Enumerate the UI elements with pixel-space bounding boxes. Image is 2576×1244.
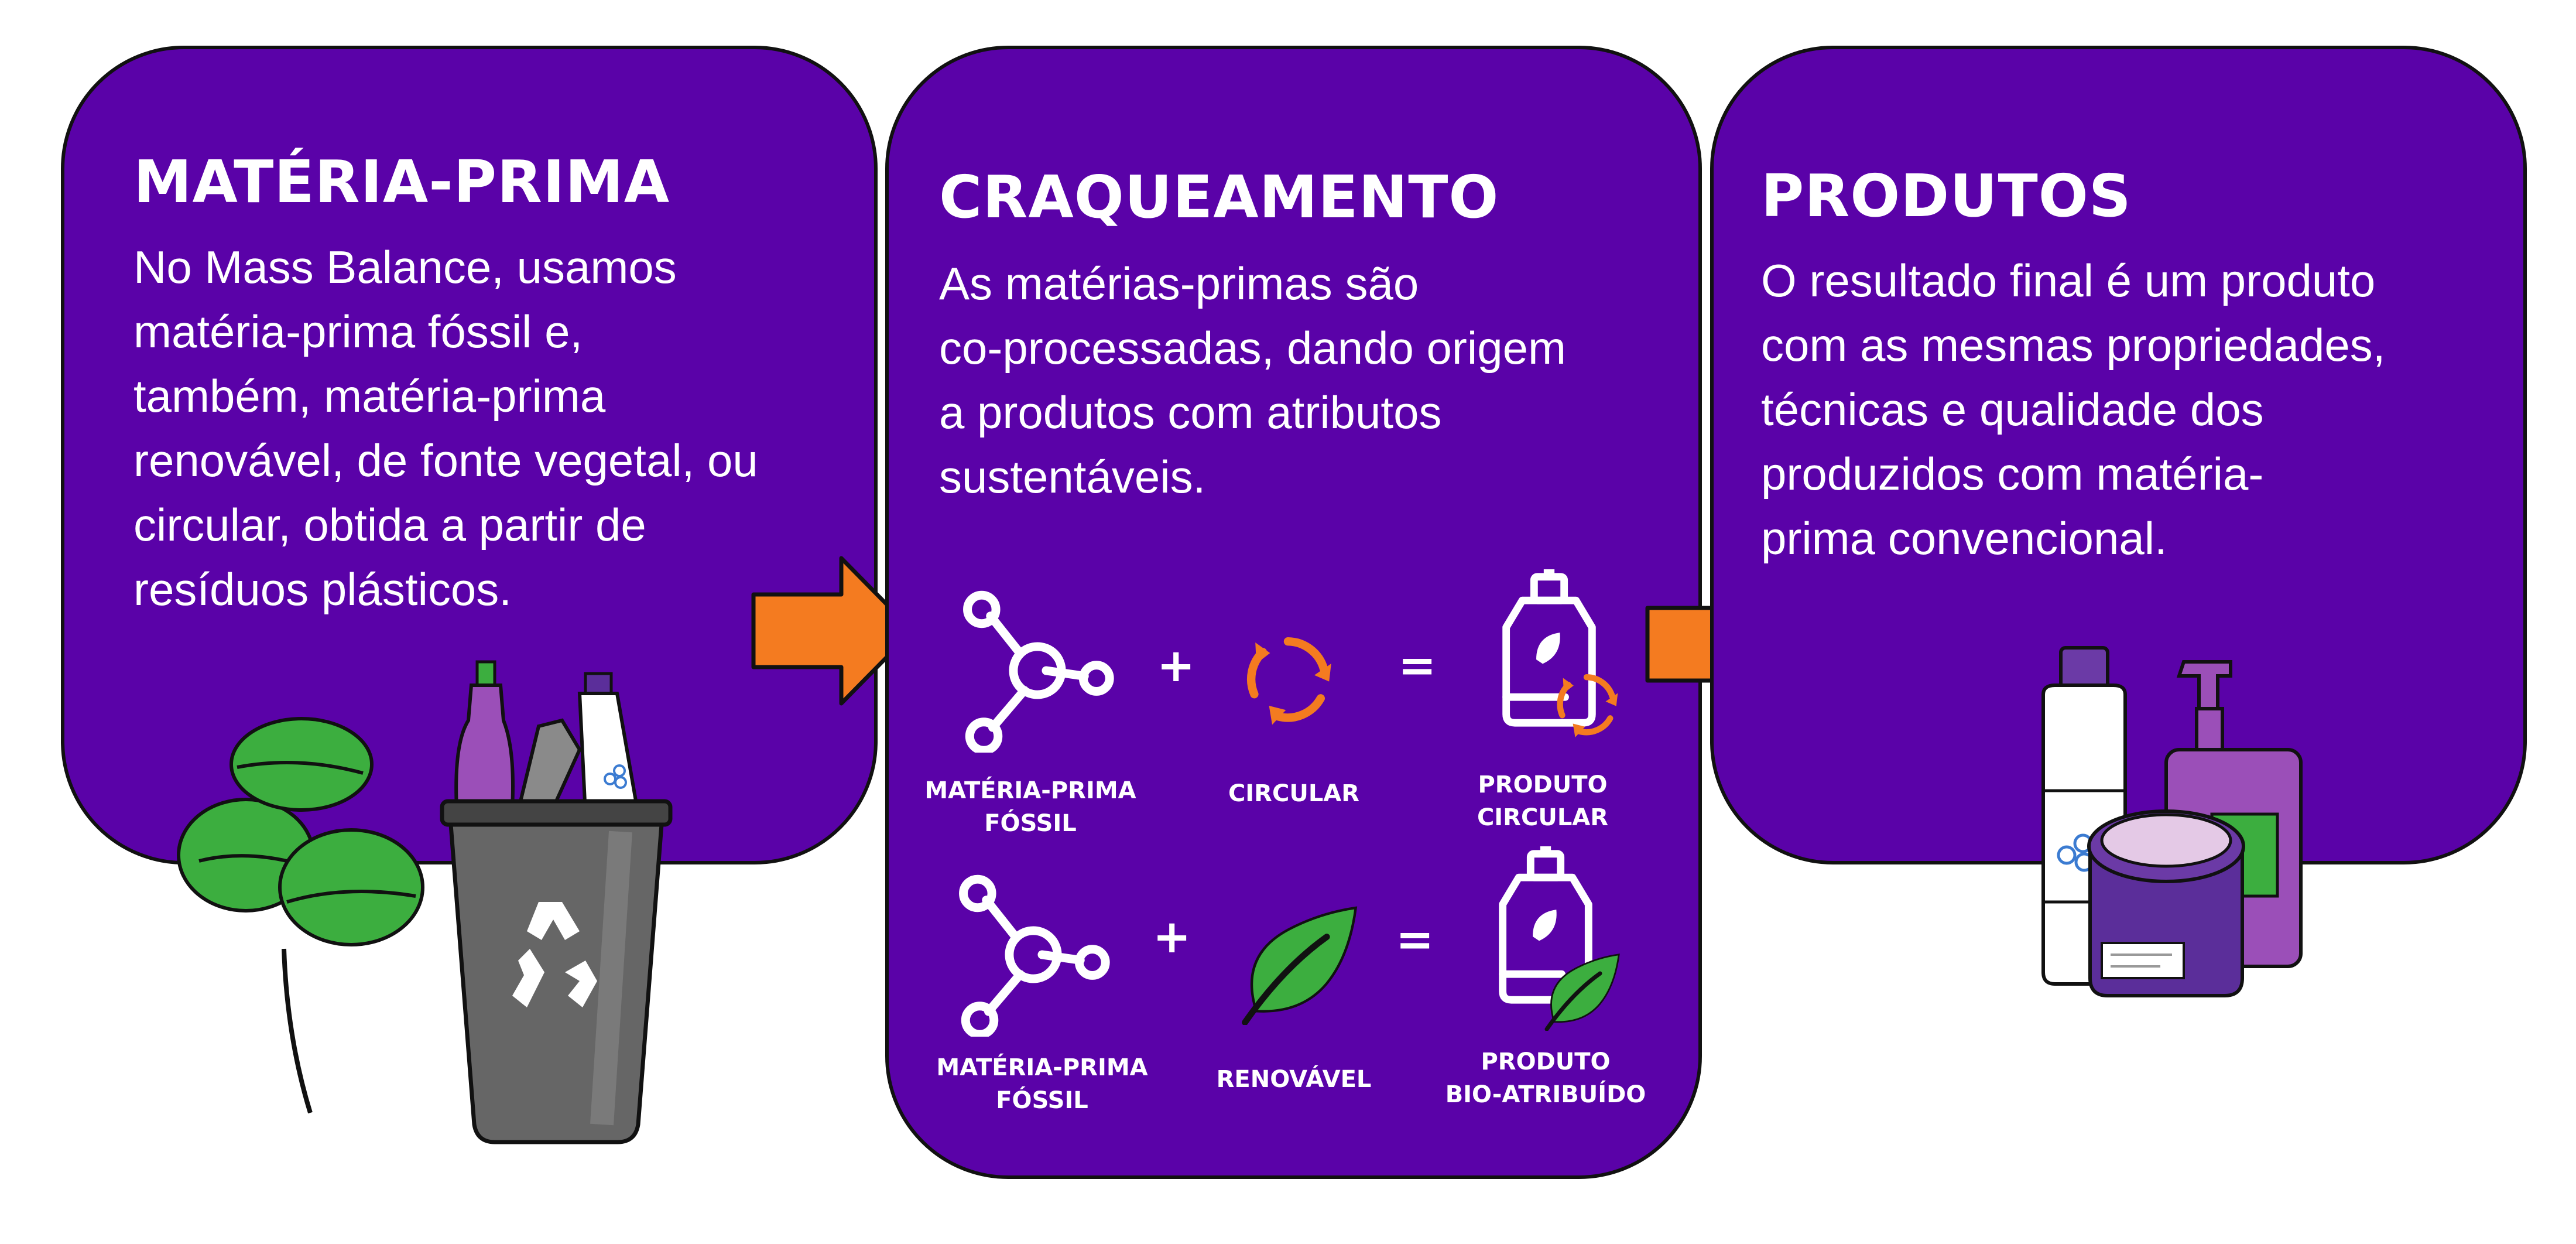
label-renovavel: RENOVÁVEL — [1177, 1063, 1411, 1096]
panel-materia-prima-text: No Mass Balance, usamos matéria-prima fó… — [133, 235, 859, 621]
cream-jar-icon — [2087, 809, 2245, 997]
label-line: RENOVÁVEL — [1216, 1066, 1372, 1093]
label-materia-prima-fossil: MATÉRIA-PRIMA FÓSSIL — [925, 1051, 1159, 1117]
fossil-feedstock-icon — [951, 873, 1115, 1037]
label-line: CIRCULAR — [1228, 780, 1360, 807]
label-circular: CIRCULAR — [1177, 777, 1411, 810]
equals-sign: = — [1396, 914, 1434, 966]
text-line: As matérias-primas são — [939, 258, 1419, 309]
label-line: CIRCULAR — [1477, 804, 1609, 831]
cosmetic-products-illustration — [2041, 646, 2303, 997]
plant-leaves-icon — [177, 717, 424, 1114]
plus-sign: + — [1157, 640, 1195, 692]
label-line: PRODUTO — [1478, 771, 1608, 798]
text-line: matéria-prima fóssil e, — [133, 306, 583, 357]
text-line: co-processadas, dando origem — [939, 322, 1566, 374]
label-line: BIO-ATRIBUÍDO — [1445, 1081, 1646, 1108]
text-line: a produtos com atributos — [939, 387, 1442, 438]
label-line: FÓSSIL — [984, 810, 1077, 837]
panel-produtos-text: O resultado final é um produto com as me… — [1761, 248, 2510, 570]
trash-bin-icon — [440, 799, 673, 1144]
panel-craqueamento-text: As matérias-primas são co-processadas, d… — [939, 251, 1677, 509]
text-line: renovável, de fonte vegetal, ou — [133, 435, 758, 486]
label-produto-circular: PRODUTO CIRCULAR — [1426, 768, 1660, 834]
panel-produtos-title: PRODUTOS — [1761, 162, 2132, 230]
text-line: circular, obtida a partir de — [133, 499, 646, 551]
text-line: sustentáveis. — [939, 451, 1206, 503]
recycle-arrows-icon — [1235, 627, 1341, 732]
leaf-badge-icon — [1539, 949, 1621, 1031]
text-line: prima convencional. — [1761, 512, 2167, 564]
recycle-symbol-icon — [512, 902, 597, 1007]
label-line: PRODUTO — [1481, 1048, 1611, 1075]
label-produto-bio-atribuido: PRODUTO BIO-ATRIBUÍDO — [1423, 1045, 1669, 1111]
panel-craqueamento-title: CRAQUEAMENTO — [939, 163, 1499, 231]
text-line: produzidos com matéria- — [1761, 448, 2264, 500]
text-line: técnicas e qualidade dos — [1761, 384, 2264, 435]
text-line: com as mesmas propriedades, — [1761, 319, 2386, 371]
fossil-feedstock-icon — [955, 589, 1119, 753]
label-line: MATÉRIA-PRIMA — [936, 1054, 1148, 1081]
label-line: FÓSSIL — [996, 1087, 1088, 1114]
label-line: MATÉRIA-PRIMA — [924, 777, 1136, 804]
text-line: O resultado final é um produto — [1761, 255, 2376, 306]
text-line: também, matéria-prima — [133, 370, 606, 422]
leaf-icon — [1232, 899, 1358, 1025]
equals-sign: = — [1398, 640, 1437, 692]
recycle-badge-icon — [1549, 667, 1625, 743]
panel-materia-prima-title: MATÉRIA-PRIMA — [133, 148, 670, 216]
waste-bottles-icon — [454, 660, 640, 816]
plus-sign: + — [1153, 911, 1191, 963]
text-line: No Mass Balance, usamos — [133, 241, 677, 293]
text-line: resíduos plásticos. — [133, 563, 512, 615]
label-materia-prima-fossil: MATÉRIA-PRIMA FÓSSIL — [913, 774, 1147, 840]
recycling-bin-illustration — [177, 660, 673, 1144]
